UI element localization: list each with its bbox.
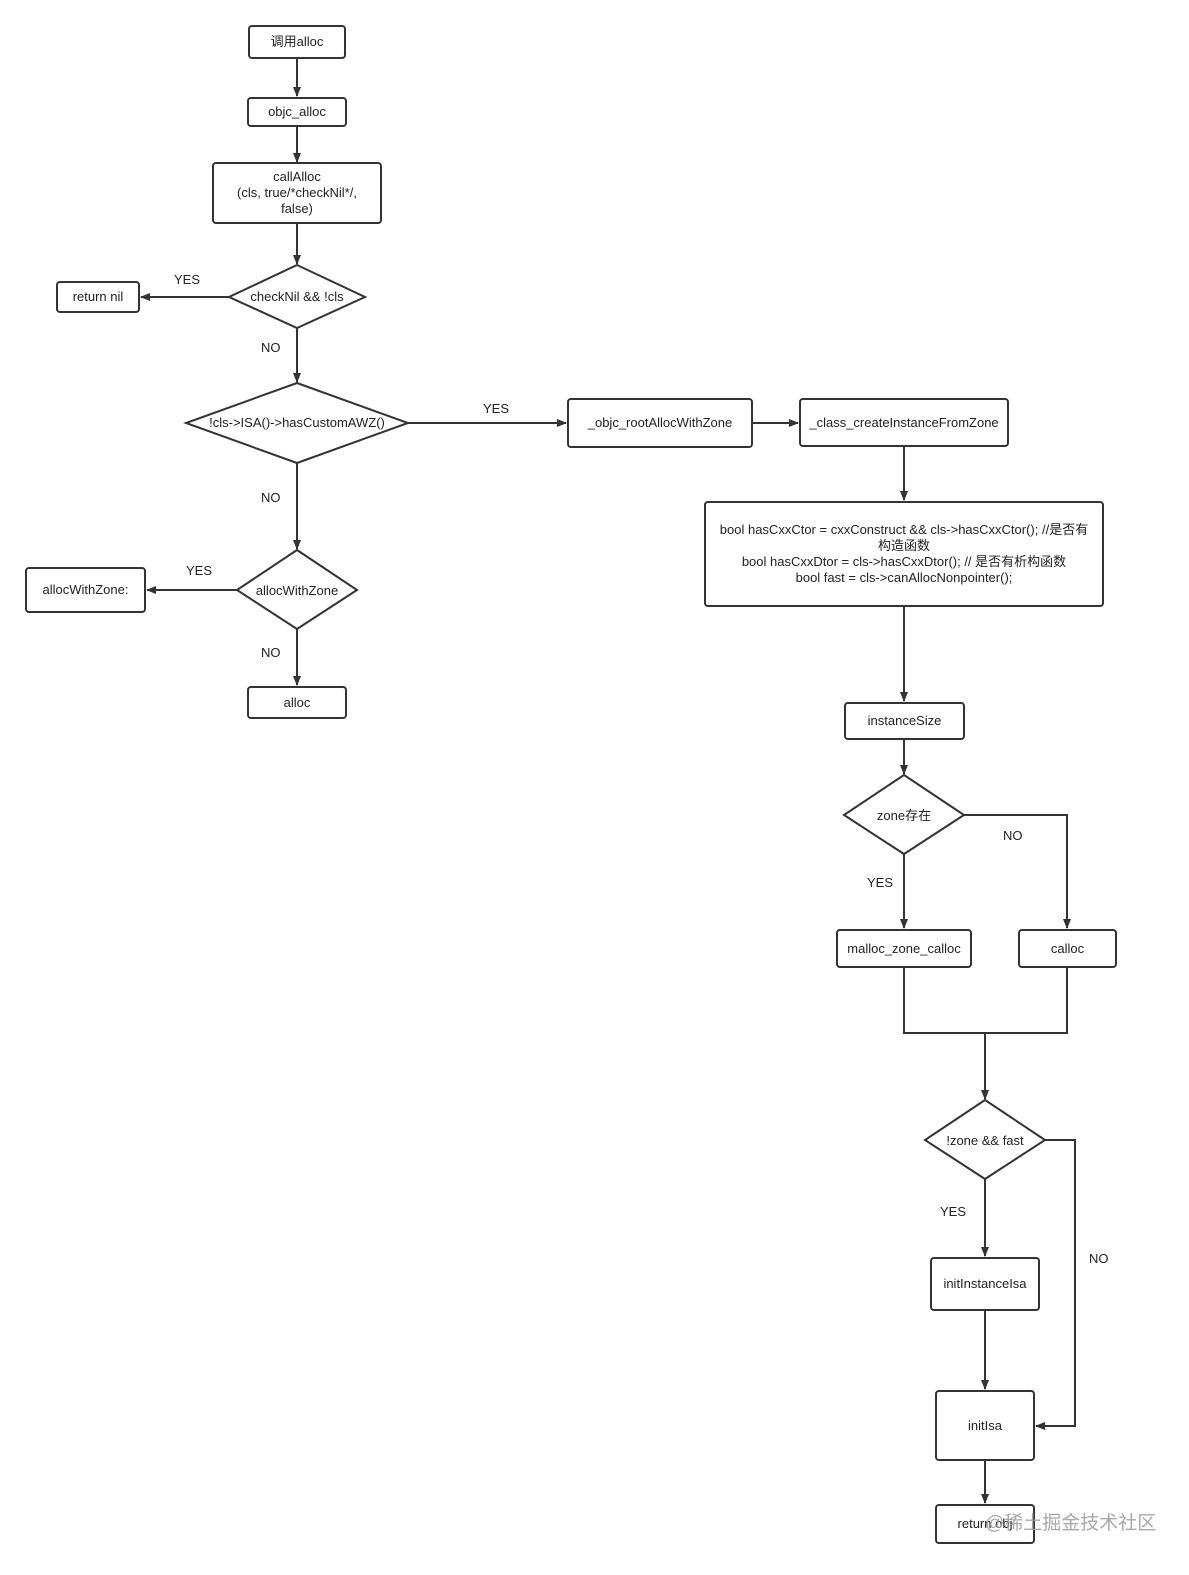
zone-and-fast-text: !zone && fast (946, 1133, 1024, 1148)
edge-label-no: NO (261, 340, 281, 355)
callalloc-function-node: callAlloc (cls, true/*checkNil*/, false) (212, 162, 382, 224)
alloc-with-zone-node: allocWithZone: (25, 567, 146, 613)
edge-zone-exists-no (964, 814, 1071, 929)
edge-label-no: NO (261, 645, 281, 660)
edge-label-yes: YES (483, 401, 510, 416)
edge-label-yes: YES (186, 563, 213, 578)
edge-merge-calloc (985, 968, 1068, 1034)
alloc-with-zone-decision-text: allocWithZone (255, 583, 339, 598)
check-nil-text: checkNil && !cls (250, 289, 344, 304)
has-custom-awz-text: !cls->ISA()->hasCustomAWZ() (209, 415, 385, 430)
edge-label-yes: YES (174, 272, 201, 287)
create-instance-from-zone-node: _class_createInstanceFromZone (799, 398, 1009, 447)
edge-label-no: NO (261, 490, 281, 505)
malloc-zone-calloc-node: malloc_zone_calloc (836, 929, 972, 968)
edge-label-yes: YES (940, 1204, 967, 1219)
objc-alloc-node: objc_alloc (247, 97, 347, 127)
edge-zone-and-fast-no (1035, 1139, 1076, 1430)
return-obj-node: return obj (935, 1504, 1035, 1544)
init-instance-isa-node: initInstanceIsa (930, 1257, 1040, 1311)
root-alloc-with-zone-node: _objc_rootAllocWithZone (567, 398, 753, 448)
call-alloc-node: 调用alloc (248, 25, 346, 59)
zone-exists-text: zone存在 (876, 808, 932, 823)
instance-size-node: instanceSize (844, 702, 965, 740)
init-isa-node: initIsa (935, 1390, 1035, 1461)
edge-label-yes: YES (867, 875, 894, 890)
alloc-node: alloc (247, 686, 347, 719)
calloc-node: calloc (1018, 929, 1117, 968)
edge-label-no: NO (1089, 1251, 1109, 1266)
edge-label-no: NO (1003, 828, 1023, 843)
edge-merge-malloc (903, 968, 985, 1034)
return-nil-node: return nil (56, 281, 140, 313)
bool-declarations-node: bool hasCxxCtor = cxxConstruct && cls->h… (704, 501, 1104, 607)
watermark: @稀土掘金技术社区 (985, 1513, 1157, 1534)
